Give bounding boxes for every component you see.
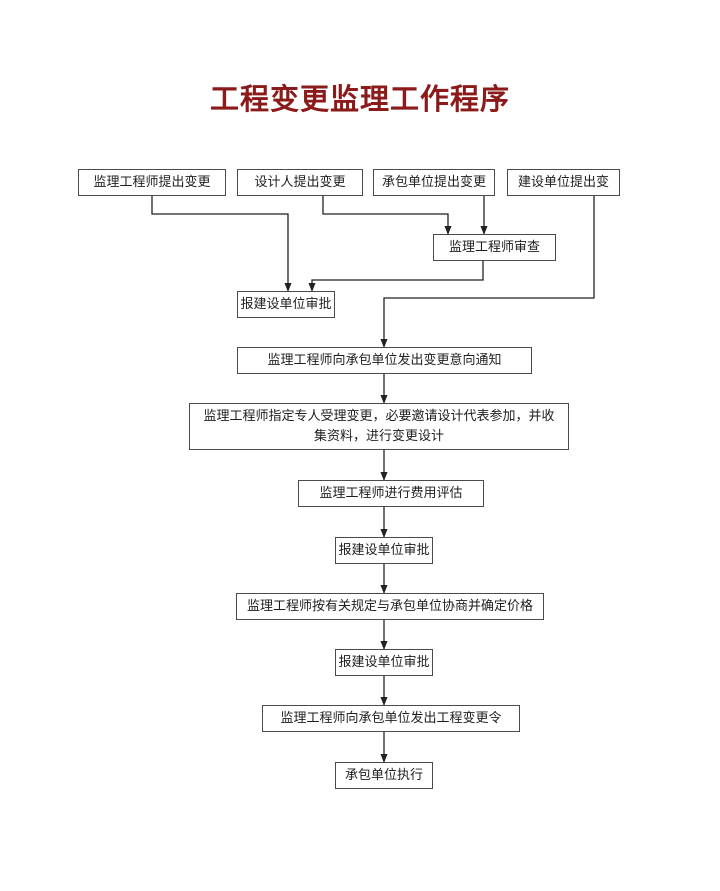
node-submit-owner-approval-3: 报建设单位审批 xyxy=(335,649,433,676)
edge-designer-to-review xyxy=(322,196,452,235)
node-negotiate-price: 监理工程师按有关规定与承包单位协商并确定价格 xyxy=(236,593,544,620)
node-submit-owner-approval-2: 报建设单位审批 xyxy=(335,537,433,564)
node-assign-handler-design: 监理工程师指定专人受理变更，必要邀请设计代表参加，并收集资料，进行变更设计 xyxy=(189,403,569,450)
diagram-title: 工程变更监理工作程序 xyxy=(209,82,510,116)
node-supervisor-review: 监理工程师审查 xyxy=(433,234,556,261)
node-change-intent-notice: 监理工程师向承包单位发出变更意向通知 xyxy=(237,347,532,374)
node-designer-proposes-change: 设计人提出变更 xyxy=(237,169,363,196)
edge-supervisor-to-approval xyxy=(151,196,292,292)
node-contractor-proposes-change: 承包单位提出变更 xyxy=(373,169,495,196)
node-submit-owner-approval-1: 报建设单位审批 xyxy=(237,291,335,318)
edge-owner-to-notice xyxy=(380,196,595,348)
node-owner-proposes-change: 建设单位提出变 xyxy=(507,169,620,196)
node-change-order: 监理工程师向承包单位发出工程变更令 xyxy=(262,705,520,732)
node-contractor-executes: 承包单位执行 xyxy=(335,762,433,789)
node-supervisor-proposes-change: 监理工程师提出变更 xyxy=(78,169,226,196)
node-cost-evaluation: 监理工程师进行费用评估 xyxy=(298,480,484,507)
edge-review-to-approval xyxy=(308,261,484,292)
